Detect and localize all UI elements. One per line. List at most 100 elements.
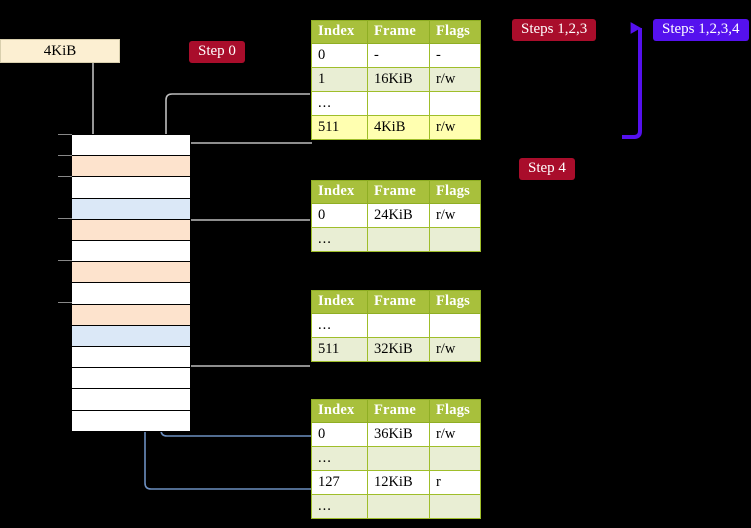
memory-frame-row	[71, 367, 191, 390]
table-header-row: Index Frame Flags	[311, 20, 482, 44]
memory-column	[71, 134, 191, 432]
cell-frame	[366, 446, 430, 471]
column-header-frame: Frame	[366, 20, 430, 44]
wire-pd-32kib	[167, 312, 310, 367]
column-header-frame: Frame	[366, 399, 430, 423]
table-row: 0--	[311, 43, 482, 68]
cell-flags	[428, 91, 482, 116]
badge-step0-label: Step 0	[198, 43, 236, 59]
badge-steps-123: Steps 1,2,3	[512, 19, 597, 42]
memory-frame-row	[71, 261, 191, 284]
cell-flags: r/w	[428, 337, 482, 362]
memory-frame-row	[71, 134, 191, 157]
memory-frame-row	[71, 197, 191, 220]
badge-step0: Step 0	[189, 41, 245, 64]
memory-tick	[58, 176, 72, 177]
cell-index: 0	[311, 203, 368, 228]
memory-frame-row	[71, 240, 191, 263]
column-header-flags: Flags	[428, 399, 482, 423]
cell-frame: 4KiB	[366, 115, 430, 140]
cell-index: 127	[311, 470, 368, 495]
cell-index: ...	[311, 446, 368, 471]
cell-index: ...	[311, 227, 368, 252]
table-row: ...	[311, 446, 482, 471]
cell-frame: 16KiB	[366, 67, 430, 92]
cell-frame: 12KiB	[366, 470, 430, 495]
memory-frame-row	[71, 303, 191, 326]
column-header-flags: Flags	[428, 180, 482, 204]
wire-pml4-16kib	[165, 93, 310, 164]
cell-index: 511	[311, 337, 368, 362]
memory-frame-row	[71, 218, 191, 241]
table-row: ...	[311, 227, 482, 252]
cell-frame: -	[366, 43, 430, 68]
table-row: ...	[311, 91, 482, 116]
cell-frame	[366, 227, 430, 252]
memory-frame-row	[71, 176, 191, 199]
memory-frame-row	[71, 388, 191, 411]
memory-tick	[58, 218, 72, 219]
memory-tick	[58, 302, 72, 303]
badge-steps-1234: Steps 1,2,3,4	[653, 19, 749, 42]
cell-flags	[428, 446, 482, 471]
cell-flags	[428, 313, 482, 338]
badge-steps-1234-label: Steps 1,2,3,4	[662, 21, 740, 37]
column-header-frame: Frame	[366, 290, 430, 314]
cell-index: 1	[311, 67, 368, 92]
cell-index: 511	[311, 115, 368, 140]
badge-step4-label: Step 4	[528, 160, 566, 176]
column-header-index: Index	[311, 399, 368, 423]
column-header-flags: Flags	[428, 290, 482, 314]
memory-tick	[58, 155, 72, 156]
cell-flags: r/w	[428, 203, 482, 228]
memory-frame-row	[71, 155, 191, 178]
size-box-4kib: 4KiB	[0, 39, 120, 63]
cell-flags: -	[428, 43, 482, 68]
cell-flags: r/w	[428, 67, 482, 92]
cell-frame	[366, 313, 430, 338]
cell-flags: r/w	[428, 115, 482, 140]
table-header-row: Index Frame Flags	[311, 180, 482, 204]
cell-index: 0	[311, 43, 368, 68]
cell-frame	[366, 494, 430, 519]
cell-index: ...	[311, 494, 368, 519]
table-header-row: Index Frame Flags	[311, 290, 482, 314]
memory-frame-row	[71, 324, 191, 347]
column-header-flags: Flags	[428, 20, 482, 44]
size-box-label: 4KiB	[43, 43, 77, 59]
cell-flags: r	[428, 470, 482, 495]
memory-frame-row	[71, 346, 191, 369]
badge-steps-123-label: Steps 1,2,3	[521, 21, 588, 37]
cell-index: 0	[311, 422, 368, 447]
wire-pt-12kib	[137, 323, 312, 490]
memory-tick	[58, 134, 72, 135]
cell-flags: r/w	[428, 422, 482, 447]
table-row: ...	[311, 313, 482, 338]
wire-pdpt-24kib	[173, 219, 310, 260]
column-header-index: Index	[311, 20, 368, 44]
table-row: ...	[311, 494, 482, 519]
cell-flags	[428, 227, 482, 252]
cell-index: ...	[311, 91, 368, 116]
cell-frame: 36KiB	[366, 422, 430, 447]
memory-tick	[58, 260, 72, 261]
column-header-frame: Frame	[366, 180, 430, 204]
cell-frame: 32KiB	[366, 337, 430, 362]
memory-frame-row	[71, 282, 191, 305]
badge-step4: Step 4	[519, 158, 575, 181]
